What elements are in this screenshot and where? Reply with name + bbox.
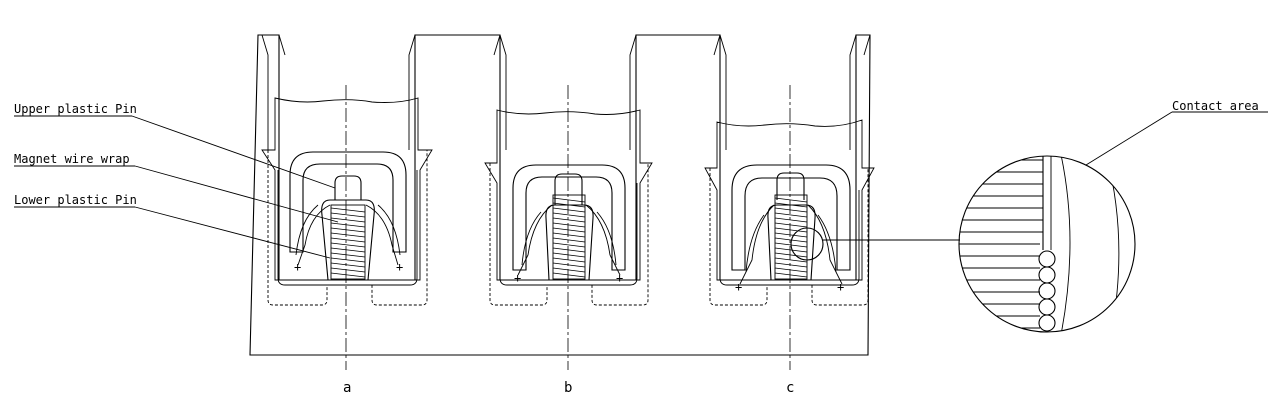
upper-pin-a [334,175,362,200]
leads-a [295,204,401,266]
label-upper-plastic-pin: Upper plastic Pin [14,102,137,116]
label-contact-area: Contact area [1172,99,1259,113]
plus-terminal-left-c: + [735,280,742,294]
slot-liner-c [709,168,869,306]
variant-label-c: c [786,380,794,396]
variant-a: + + a [261,85,433,396]
variant-label-a: a [343,380,351,396]
coil-turns-c [774,197,808,278]
leads-b [517,204,621,276]
slot-liner-a [267,150,428,306]
tray-b [499,183,638,286]
coil-turns-b [552,197,586,278]
winding-loop-a [289,151,407,253]
upper-pin-c [776,172,805,200]
plus-terminal-right-b: + [616,271,623,285]
variant-b: + + b [484,85,653,396]
wire-sections [1038,250,1056,332]
slot-wedge-b [484,109,653,281]
plus-terminal-left-a: + [294,260,301,274]
leads-c [739,204,843,285]
slot-wedge-a [261,97,433,281]
magnifier-circle [958,155,1136,333]
plus-terminal-right-a: + [396,260,403,274]
contact-detail: Contact area [823,99,1268,333]
lower-pin-b [545,204,594,281]
label-magnet-wire-wrap: Magnet wire wrap [14,152,130,166]
plus-terminal-left-b: + [514,271,521,285]
tray-c [719,190,860,286]
lower-pin-a [321,199,375,281]
plus-terminal-right-c: + [837,280,844,294]
detail-contents [959,156,1120,332]
label-lower-plastic-pin: Lower plastic Pin [14,193,137,207]
winding-loop-b [512,164,626,271]
variant-c: + + c [704,85,875,396]
contact-detail-circle [790,227,824,261]
winding-loop-c [731,164,851,271]
coil-turns-a [330,207,366,278]
lower-pin-c [767,204,816,281]
tray-a [277,170,418,286]
slot-bevels [261,34,871,150]
upper-pin-b [554,173,583,205]
variant-label-b: b [564,380,572,396]
contact-area-leader [1085,111,1173,166]
label-leaders [14,115,339,259]
